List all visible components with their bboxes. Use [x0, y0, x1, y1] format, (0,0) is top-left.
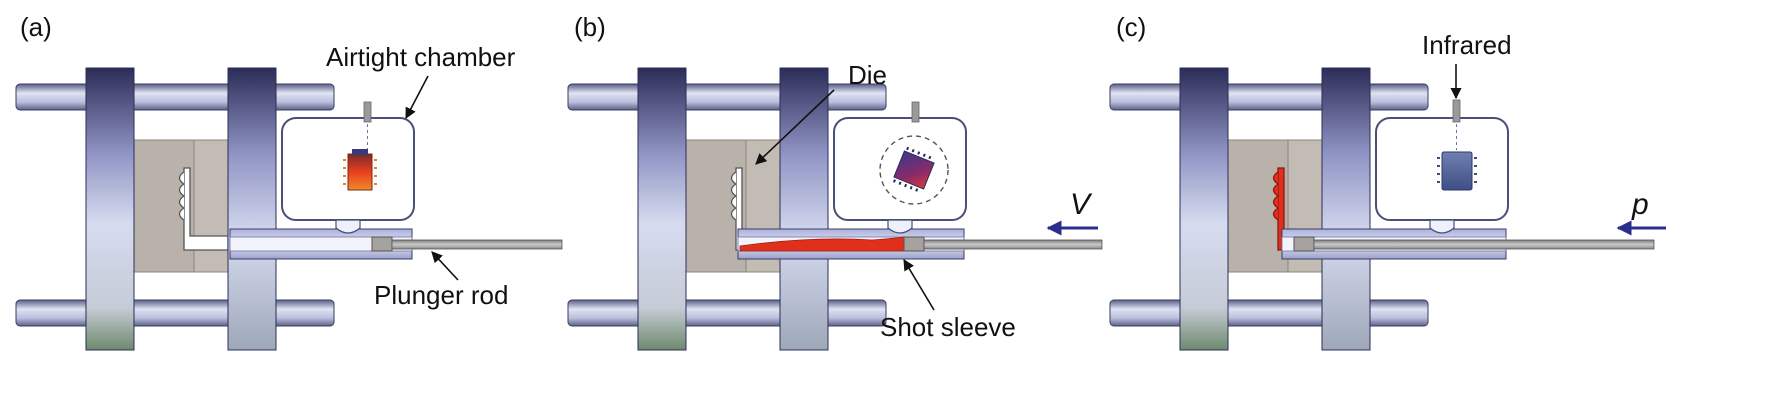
label-shot-sleeve: Shot sleeve [880, 312, 1016, 342]
fixed-platen [1321, 67, 1371, 351]
tie-bar-bottom [1109, 299, 1429, 327]
tie-bar-top [15, 83, 335, 111]
tie-bar-bottom [567, 299, 887, 327]
panel-a: (a) Airtight chamber Plunger ro [15, 12, 563, 351]
panel-b-label: (b) [574, 12, 606, 42]
label-infrared: Infrared [1422, 30, 1512, 60]
tie-bar-top [567, 83, 887, 111]
moving-platen [85, 67, 135, 351]
plunger-tip [903, 236, 925, 252]
velocity-symbol: V [1070, 188, 1093, 221]
chamber-port [887, 219, 913, 234]
infrared-sensor [1452, 99, 1461, 123]
fixed-platen [227, 67, 277, 351]
moving-platen [637, 67, 687, 351]
panel-a-label: (a) [20, 12, 52, 42]
tie-bar-bottom [15, 299, 335, 327]
chamber-port [335, 219, 361, 234]
infrared-sensor [363, 101, 372, 123]
fixed-platen [779, 67, 829, 351]
infrared-sensor [911, 101, 920, 123]
plunger-tip [371, 236, 393, 252]
cavity-bumps [730, 171, 738, 221]
tie-bar-top [1109, 83, 1429, 111]
tilted-sample [892, 146, 935, 192]
fixed-die [193, 139, 231, 273]
cooled-sample [1437, 151, 1477, 191]
tilted-sample-highlight [879, 135, 949, 205]
chamber-port [1429, 219, 1455, 234]
plunger-rod [923, 239, 1103, 250]
plunger-tip [1293, 236, 1315, 252]
heated-sample [343, 149, 377, 191]
panel-c-label: (c) [1116, 12, 1146, 42]
label-die: Die [848, 60, 887, 90]
molten-metal [739, 236, 905, 252]
plunger-rod [1313, 239, 1655, 250]
cavity-bumps [178, 171, 186, 221]
moving-platen [1179, 67, 1229, 351]
pressure-symbol: p [1631, 188, 1649, 221]
label-airtight-chamber: Airtight chamber [326, 42, 516, 72]
panel-c: (c) Infrared p [1109, 12, 1666, 351]
plunger-rod [391, 239, 563, 250]
filled-cavity-bumps [1272, 171, 1280, 221]
panel-b: (b) Die Shot sleeve V [567, 12, 1103, 351]
label-plunger-rod: Plunger rod [374, 280, 508, 310]
